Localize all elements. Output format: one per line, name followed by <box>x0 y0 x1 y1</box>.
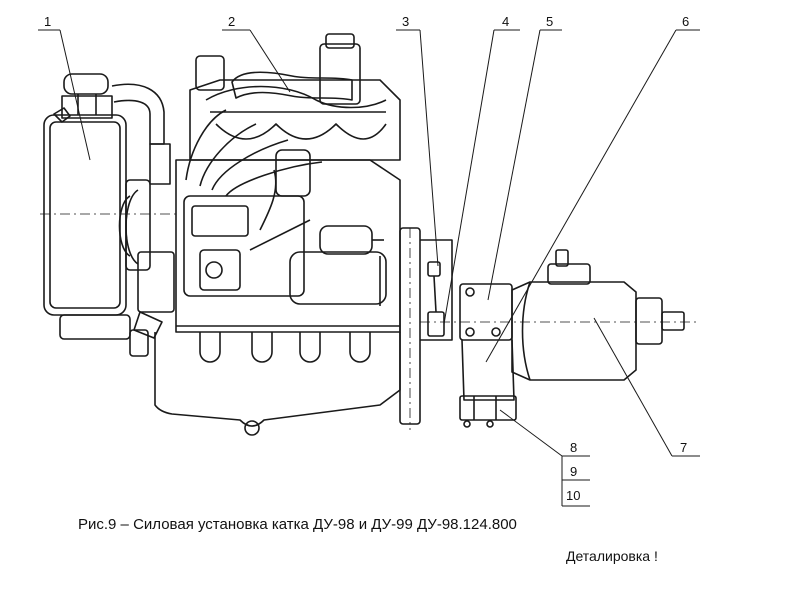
center-lines <box>40 213 700 430</box>
callout-3: 3 <box>402 14 409 29</box>
figure-subcaption: Деталировка ! <box>566 548 658 564</box>
callout-4: 4 <box>502 14 509 29</box>
callout-labels: 1 2 3 4 5 6 7 8 9 10 <box>44 14 689 503</box>
thermostat-housing <box>149 143 171 185</box>
engine-block <box>154 159 401 436</box>
callout-2: 2 <box>228 14 235 29</box>
figure-caption: Рис.9 – Силовая установка катка ДУ-98 и … <box>78 516 517 533</box>
flywheel-housing <box>399 227 453 425</box>
engine-mount <box>459 395 517 428</box>
callout-7: 7 <box>680 440 687 455</box>
callout-5: 5 <box>546 14 553 29</box>
callout-1: 1 <box>44 14 51 29</box>
coupling-adapter <box>459 283 515 401</box>
callout-8: 8 <box>570 440 577 455</box>
callout-9: 9 <box>570 464 577 479</box>
hydraulic-pump <box>511 249 685 381</box>
leader-lines <box>38 29 700 507</box>
starter-motor <box>289 225 387 306</box>
exhaust-manifold <box>231 71 353 101</box>
radiator <box>43 73 131 340</box>
fuel-injection-pump <box>183 109 323 297</box>
fan-assembly <box>118 179 175 357</box>
callout-6: 6 <box>682 14 689 29</box>
callout-10: 10 <box>566 488 580 503</box>
